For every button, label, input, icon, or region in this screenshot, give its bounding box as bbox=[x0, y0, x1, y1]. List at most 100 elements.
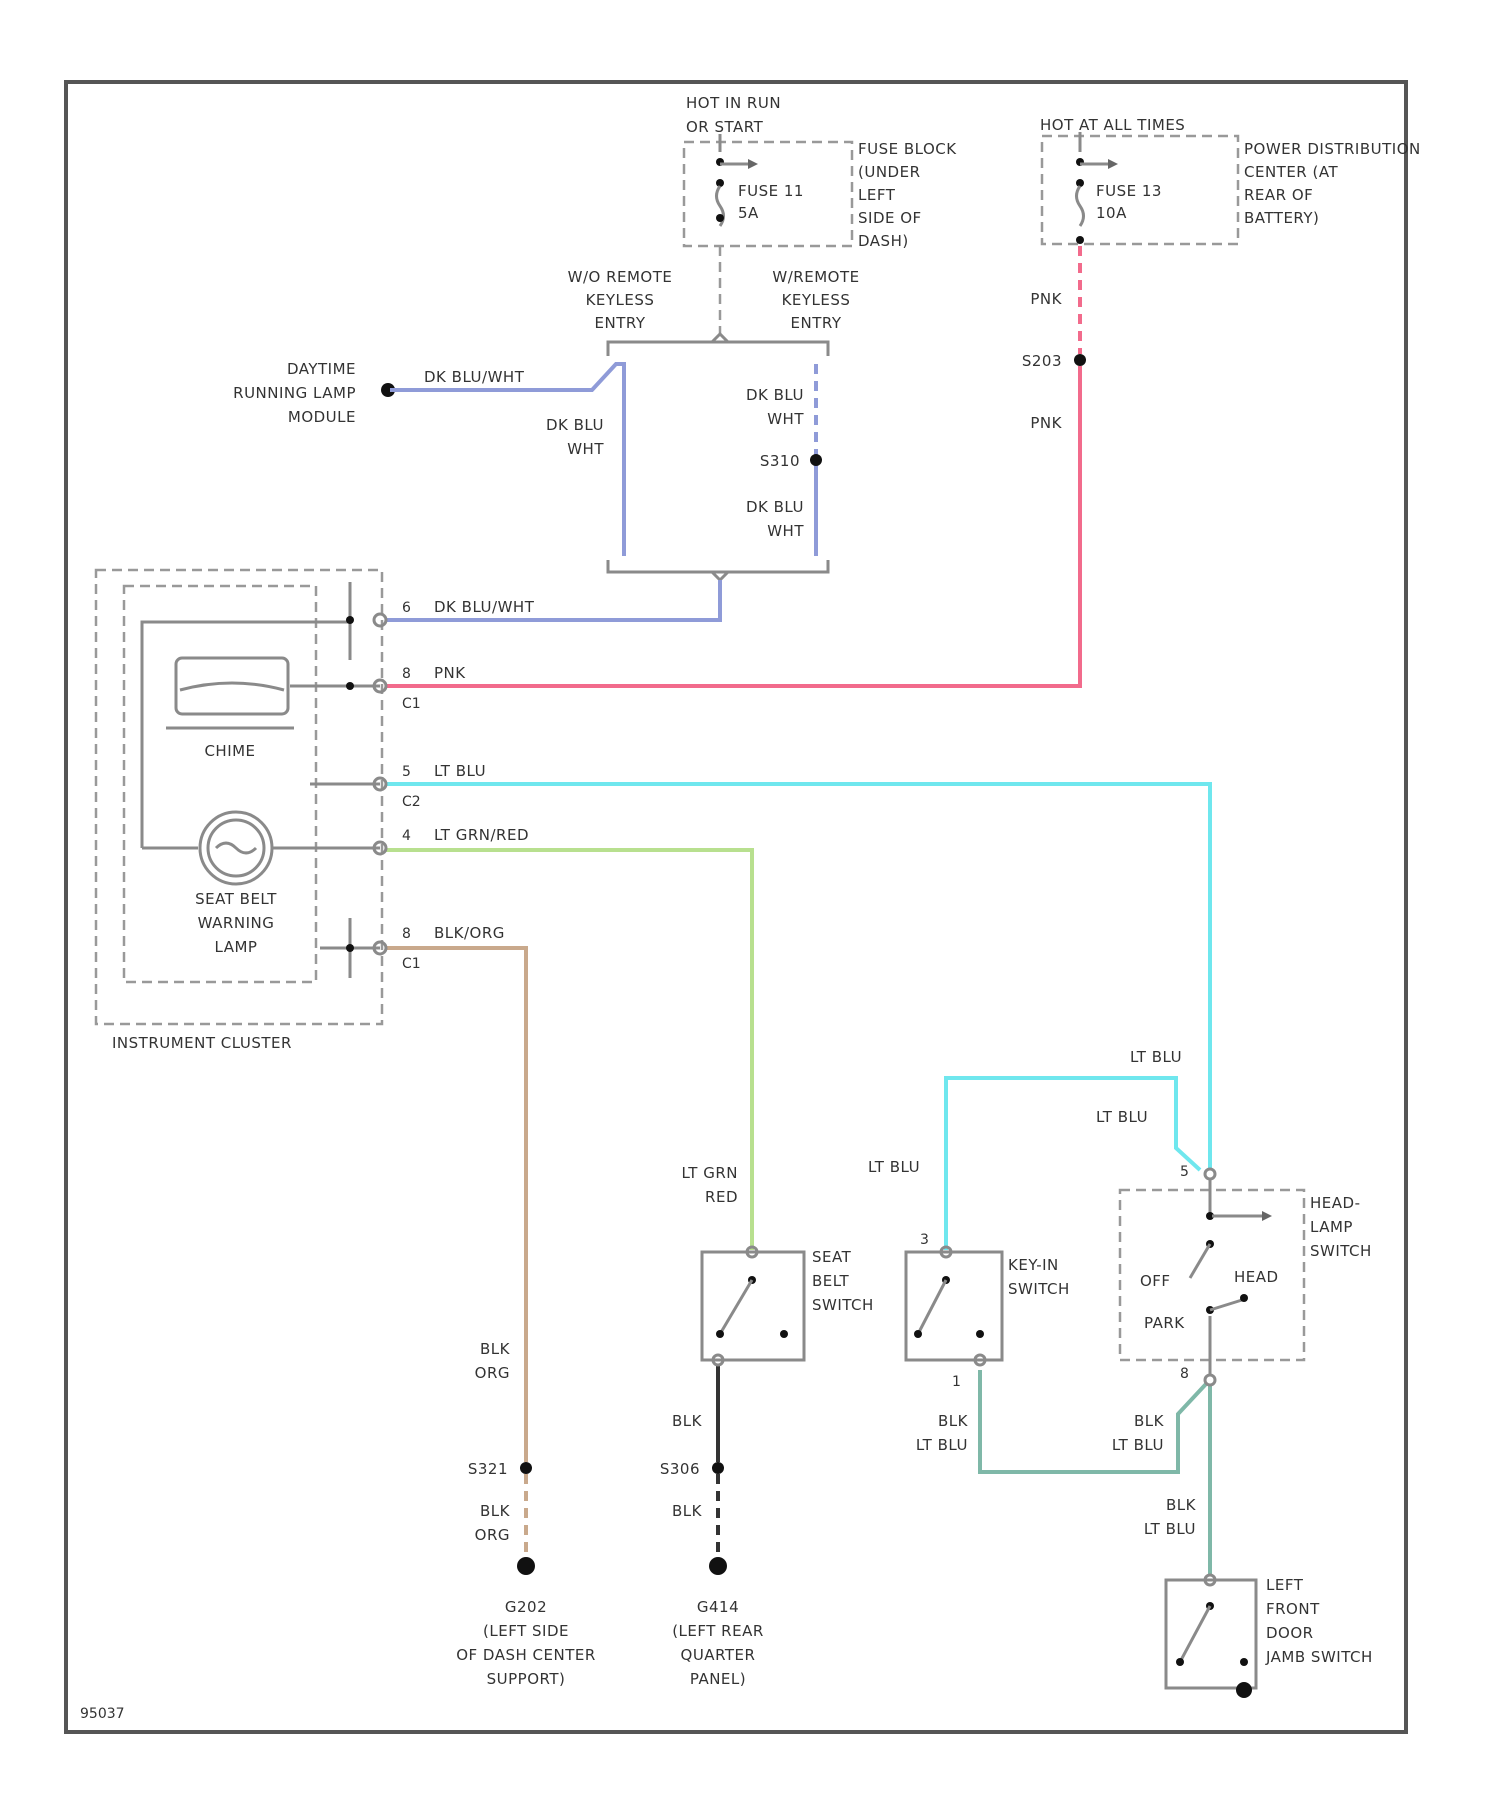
fuse-13-label-line1: FUSE 13 bbox=[1096, 182, 1162, 200]
g202-line2: (LEFT SIDE bbox=[483, 1622, 569, 1640]
diagram-id: 95037 bbox=[80, 1706, 125, 1722]
key-in-switch: 3 1 KEY-IN SWITCH bbox=[906, 1232, 1070, 1390]
fuse-block-hot-line2: OR START bbox=[686, 118, 764, 136]
daytime-running-lamp-module: DAYTIME RUNNING LAMP MODULE bbox=[233, 360, 395, 426]
lt-grn-red-stack-2: RED bbox=[705, 1188, 738, 1206]
ground-g202: G202 (LEFT SIDE OF DASH CENTER SUPPORT) bbox=[456, 1598, 596, 1688]
fuse-block-hot-line1: HOT IN RUN bbox=[686, 94, 781, 112]
key-in-pin-bottom: 1 bbox=[952, 1374, 961, 1390]
dk-blu-wht-stack-left-1: DK BLU bbox=[546, 416, 604, 434]
drl-line3: MODULE bbox=[288, 408, 356, 426]
headlamp-off: OFF bbox=[1140, 1272, 1171, 1290]
dk-blu-wht-inline-label-top: DK BLU/WHT bbox=[424, 368, 525, 386]
door-switch-label-3: DOOR bbox=[1266, 1624, 1314, 1642]
with-keyless-3: ENTRY bbox=[791, 314, 842, 332]
blk-org-stack-lower-2: ORG bbox=[475, 1526, 510, 1544]
pdc-desc-3: REAR OF bbox=[1244, 186, 1313, 204]
splice-s203: S203 bbox=[1022, 352, 1062, 370]
dk-blu-wht-stack-left-2: WHT bbox=[567, 440, 604, 458]
pnk-label-upper: PNK bbox=[1030, 290, 1062, 308]
pnk-label-lower: PNK bbox=[1030, 414, 1062, 432]
g414-line1: G414 bbox=[697, 1598, 739, 1616]
blk-lt-blu-left-1: BLK bbox=[938, 1412, 969, 1430]
blk-org-label-cluster: BLK/ORG bbox=[434, 924, 505, 942]
key-in-pin-top: 3 bbox=[920, 1232, 929, 1248]
seat-belt-switch: SEAT BELT SWITCH bbox=[702, 1247, 874, 1365]
door-switch-label-4: JAMB SWITCH bbox=[1265, 1648, 1373, 1666]
headlamp-pin-top: 5 bbox=[1180, 1164, 1189, 1180]
wire-blk-lt-blu: BLK LT BLU BLK LT BLU BLK LT BLU bbox=[916, 1370, 1210, 1576]
splice-s321: S321 bbox=[468, 1460, 508, 1478]
blk-label-lower: BLK bbox=[672, 1502, 703, 1520]
wire-blk: BLK S306 BLK bbox=[660, 1364, 727, 1575]
connector-c1-top: C1 bbox=[402, 696, 421, 712]
pdc-desc-4: BATTERY) bbox=[1244, 209, 1319, 227]
splice-s306: S306 bbox=[660, 1460, 700, 1478]
instrument-cluster: CHIME SEAT BELT WARNING LAMP INSTRUMENT … bbox=[96, 570, 421, 1052]
drl-line1: DAYTIME bbox=[287, 360, 356, 378]
chime-label: CHIME bbox=[204, 742, 255, 760]
g414-line2: (LEFT REAR bbox=[672, 1622, 764, 1640]
dk-blu-wht-stack-right-1: DK BLU bbox=[746, 386, 804, 404]
without-keyless-3: ENTRY bbox=[595, 314, 646, 332]
cluster-name: INSTRUMENT CLUSTER bbox=[112, 1034, 292, 1052]
lt-blu-label-cluster: LT BLU bbox=[434, 762, 486, 780]
fuse-13-label-line2: 10A bbox=[1096, 204, 1127, 222]
with-keyless-2: KEYLESS bbox=[782, 291, 851, 309]
lamp-label-2: WARNING bbox=[198, 914, 275, 932]
fuse-11-label-line2: 5A bbox=[738, 204, 759, 222]
seat-belt-switch-label-3: SWITCH bbox=[812, 1296, 874, 1314]
g202-line3: OF DASH CENTER bbox=[456, 1646, 596, 1664]
fuse-block-desc-4: SIDE OF bbox=[858, 209, 922, 227]
key-in-switch-label-2: SWITCH bbox=[1008, 1280, 1070, 1298]
pnk-label-cluster: PNK bbox=[434, 664, 466, 682]
blk-org-stack-lower-1: BLK bbox=[480, 1502, 511, 1520]
g414-line4: PANEL) bbox=[690, 1670, 746, 1688]
without-keyless-2: KEYLESS bbox=[586, 291, 655, 309]
seat-belt-switch-label-1: SEAT bbox=[812, 1248, 852, 1266]
fuse-block-desc-1: FUSE BLOCK bbox=[858, 140, 957, 158]
key-in-switch-label-1: KEY-IN bbox=[1008, 1256, 1059, 1274]
dk-blu-wht-stack-right-4: WHT bbox=[767, 522, 804, 540]
wire-dk-blu-wht: DK BLU/WHT DK BLU WHT DK BLU WHT S310 DK… bbox=[386, 364, 822, 620]
pin-2: 8 bbox=[402, 666, 411, 682]
power-distribution-center: HOT AT ALL TIMES FUSE 13 10A POWER DISTR… bbox=[1040, 116, 1421, 244]
blk-lt-blu-mid-1: BLK bbox=[1134, 1412, 1165, 1430]
g414-line3: QUARTER bbox=[681, 1646, 756, 1664]
headlamp-pin-bottom: 8 bbox=[1180, 1366, 1189, 1382]
connector-c2: C2 bbox=[402, 794, 421, 810]
door-switch-label-2: FRONT bbox=[1266, 1600, 1320, 1618]
ground-g414: G414 (LEFT REAR QUARTER PANEL) bbox=[672, 1598, 764, 1688]
without-keyless-1: W/O REMOTE bbox=[568, 268, 673, 286]
blk-lt-blu-lower-2: LT BLU bbox=[1144, 1520, 1196, 1538]
headlamp-head: HEAD bbox=[1234, 1268, 1279, 1286]
blk-org-stack-upper-1: BLK bbox=[480, 1340, 511, 1358]
left-front-door-jamb-switch: LEFT FRONT DOOR JAMB SWITCH bbox=[1166, 1575, 1373, 1698]
lt-blu-label-right: LT BLU bbox=[1096, 1108, 1148, 1126]
lt-blu-label-top-loop: LT BLU bbox=[1130, 1048, 1182, 1066]
pin-1: 6 bbox=[402, 600, 411, 616]
headlamp-switch-label-3: SWITCH bbox=[1310, 1242, 1372, 1260]
dk-blu-wht-stack-right-2: WHT bbox=[767, 410, 804, 428]
blk-org-stack-upper-2: ORG bbox=[475, 1364, 510, 1382]
pin-5: 8 bbox=[402, 926, 411, 942]
g202-line4: SUPPORT) bbox=[487, 1670, 566, 1688]
chime-icon bbox=[166, 658, 294, 728]
headlamp-switch-label-1: HEAD- bbox=[1310, 1194, 1360, 1212]
lt-grn-red-label-cluster: LT GRN/RED bbox=[434, 826, 529, 844]
headlamp-park: PARK bbox=[1144, 1314, 1185, 1332]
pin-4: 4 bbox=[402, 828, 411, 844]
blk-lt-blu-left-2: LT BLU bbox=[916, 1436, 968, 1454]
splice-s310: S310 bbox=[760, 452, 800, 470]
headlamp-switch-label-2: LAMP bbox=[1310, 1218, 1353, 1236]
wire-blk-org: BLK/ORG BLK ORG S321 BLK ORG bbox=[386, 924, 535, 1575]
dk-blu-wht-inline-label-cluster: DK BLU/WHT bbox=[434, 598, 535, 616]
g202-line1: G202 bbox=[505, 1598, 547, 1616]
lt-blu-label-keyin: LT BLU bbox=[868, 1158, 920, 1176]
fuse-block-desc-3: LEFT bbox=[858, 186, 896, 204]
headlamp-switch: OFF HEAD PARK 5 8 HEAD- LAMP SWITCH bbox=[1120, 1164, 1372, 1385]
pdc-desc-2: CENTER (AT bbox=[1244, 163, 1338, 181]
lamp-label-1: SEAT BELT bbox=[195, 890, 277, 908]
with-keyless-1: W/REMOTE bbox=[772, 268, 859, 286]
dk-blu-wht-stack-right-3: DK BLU bbox=[746, 498, 804, 516]
